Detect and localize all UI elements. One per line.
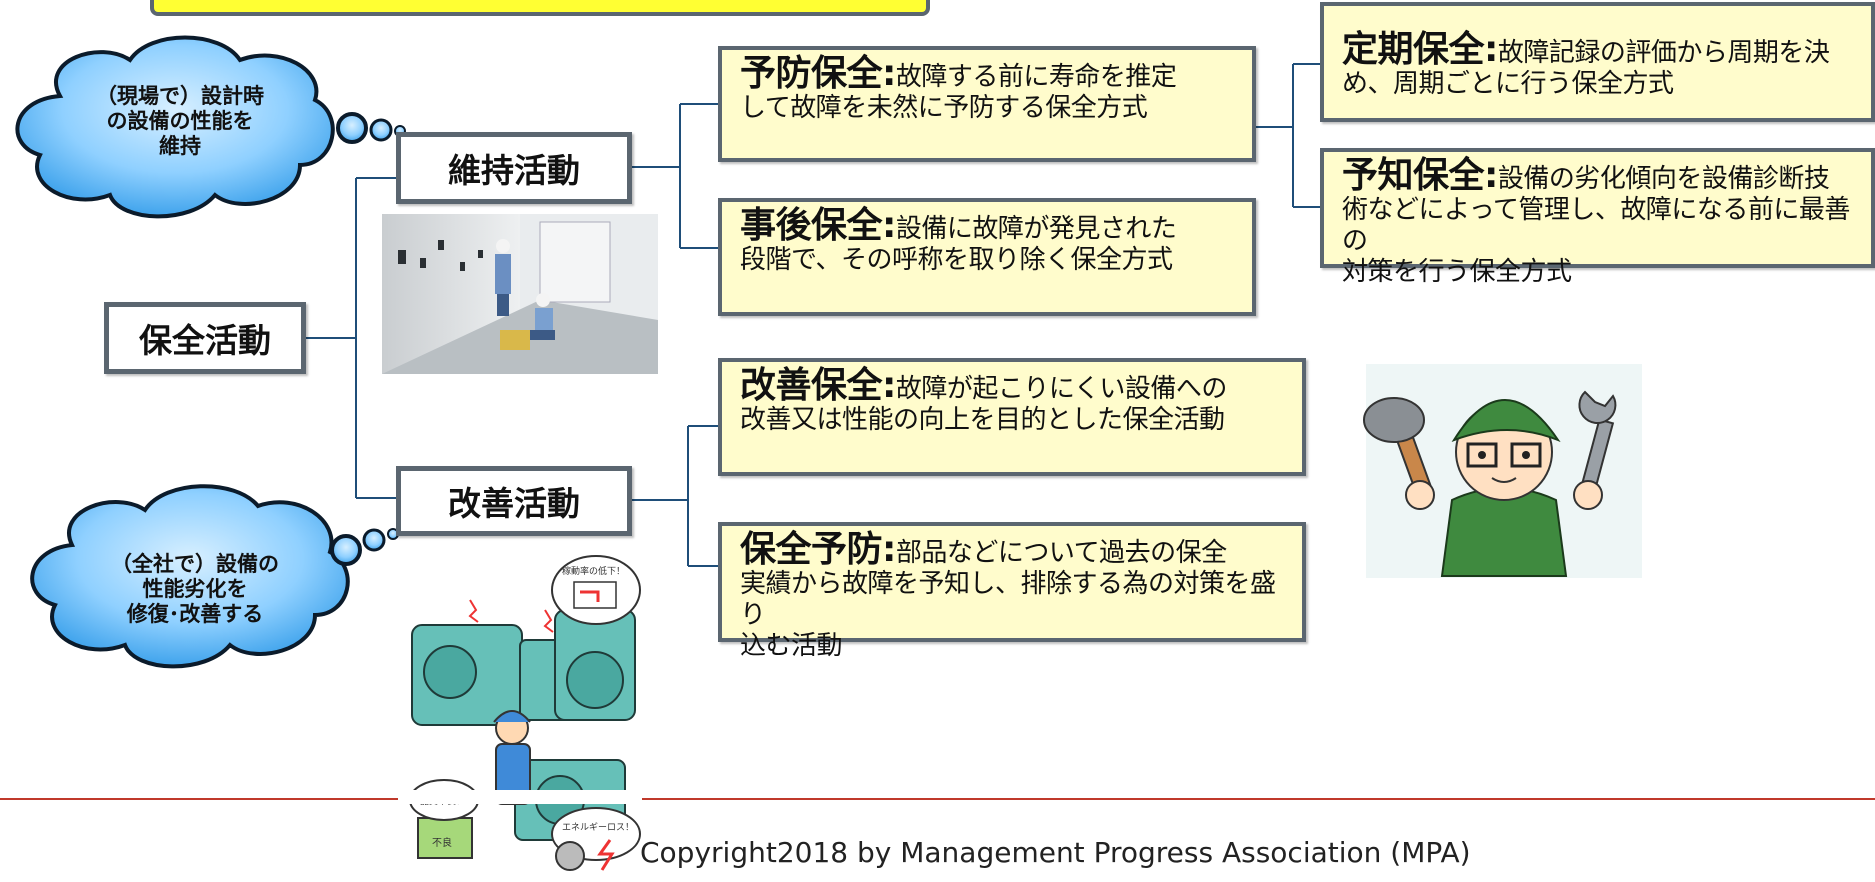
worker-figures (495, 239, 555, 350)
colon: : (882, 529, 896, 570)
term-predictive: 予知保全 (1342, 155, 1485, 196)
cloud-top-text: （現場で）設計時 の設備の性能を 維持 (60, 84, 300, 159)
connector-lines (305, 63, 1320, 567)
cloud-top-line-2: の設備の性能を (106, 109, 254, 133)
desc-prevention-1: 部品などについて過去の保全 (895, 538, 1227, 568)
colon: : (882, 365, 896, 406)
desc-breakdown-2: 段階で、その呼称を取り除く保全方式 (740, 245, 1173, 275)
box-corrective-maintenance: 改善保全:故障が起こりにくい設備への 改善又は性能の向上を目的とした保全活動 (718, 358, 1306, 476)
footer-copyright: Copyright2018 by Management Progress Ass… (640, 836, 1471, 869)
desc-prevention-3: 込む活動 (740, 631, 843, 661)
term-prevention: 保全予防 (740, 529, 883, 570)
term-breakdown: 事後保全 (740, 205, 883, 246)
desc-prevention-2: 実績から故障を予知し、排除する為の対策を盛り (740, 569, 1276, 630)
cloud-bottom-line-3: 修復･改善する (126, 602, 264, 626)
energy-sign: エネルギーロス！ (551, 807, 641, 871)
cloud-top-line-3: 維持 (159, 134, 201, 158)
desc-preventive-1: 故障する前に寿命を推定 (895, 62, 1177, 92)
box-breakdown-maintenance: 事後保全:設備に故障が発見された 段階で、その呼称を取り除く保全方式 (718, 198, 1256, 316)
cloud-top-shape (15, 35, 406, 219)
title-banner-fragment (150, 0, 930, 16)
term-periodic: 定期保全 (1342, 29, 1485, 70)
desc-predictive-1: 設備の劣化傾向を設備診断技 (1497, 164, 1830, 194)
root-node-maintenance-activity: 保全活動 (104, 302, 306, 374)
colon: : (882, 53, 896, 94)
factory-worker (493, 710, 531, 805)
control-room-photo (382, 214, 658, 374)
box-predictive-maintenance: 予知保全:設備の劣化傾向を設備診断技 術などによって管理し、故障になる前に最善の… (1320, 148, 1875, 287)
box-maintenance-prevention: 保全予防:部品などについて過去の保全 実績から故障を予知し、排除する為の対策を盛… (718, 522, 1306, 661)
node-maintain-activity: 維持活動 (396, 132, 632, 204)
term-corrective: 改善保全 (740, 365, 883, 406)
term-preventive: 予防保全 (740, 53, 883, 94)
sign-energy-text: エネルギーロス！ (562, 822, 634, 833)
node-improve-activity: 改善活動 (396, 466, 632, 536)
desc-corrective-2: 改善又は性能の向上を目的とした保全活動 (740, 405, 1225, 435)
cloud-bottom-text: （全社で）設備の 性能劣化を 修復･改善する (70, 552, 320, 627)
desc-preventive-2: して故障を未然に予防する保全方式 (740, 93, 1148, 123)
desc-breakdown-1: 設備に故障が発見された (895, 214, 1177, 244)
cloud-bottom-shape (30, 484, 399, 669)
sign-top-bubble: 稼動率の低下！ (551, 555, 641, 625)
box-periodic-maintenance: 定期保全:故障記録の評価から周期を決 め、周期ごとに行う保全方式 (1320, 2, 1875, 122)
desc-predictive-2: 術などによって管理し、故障になる前に最善の (1342, 195, 1850, 256)
desc-predictive-3: 対策を行う保全方式 (1342, 257, 1572, 287)
sign-defect-text: 不良 (432, 836, 452, 849)
colon: : (1484, 29, 1498, 70)
desc-periodic-1: 故障記録の評価から周期を決 (1497, 38, 1830, 68)
cloud-bottom-line-1: （全社で）設備の (111, 552, 279, 576)
footer-divider (0, 798, 1875, 800)
colon: : (1484, 155, 1498, 196)
footer-divider-gap (398, 790, 642, 804)
cloud-top-line-1: （現場で）設計時 (96, 84, 264, 108)
box-preventive-maintenance: 予防保全:故障する前に寿命を推定 して故障を未然に予防する保全方式 (718, 46, 1256, 162)
sign-top-text: 稼動率の低下！ (562, 565, 625, 577)
desc-corrective-1: 故障が起こりにくい設備への (895, 374, 1227, 404)
colon: : (882, 205, 896, 246)
mechanic-illustration (1363, 364, 1642, 578)
desc-periodic-2: め、周期ごとに行う保全方式 (1342, 69, 1674, 99)
cloud-bottom-line-2: 性能劣化を (142, 577, 248, 601)
